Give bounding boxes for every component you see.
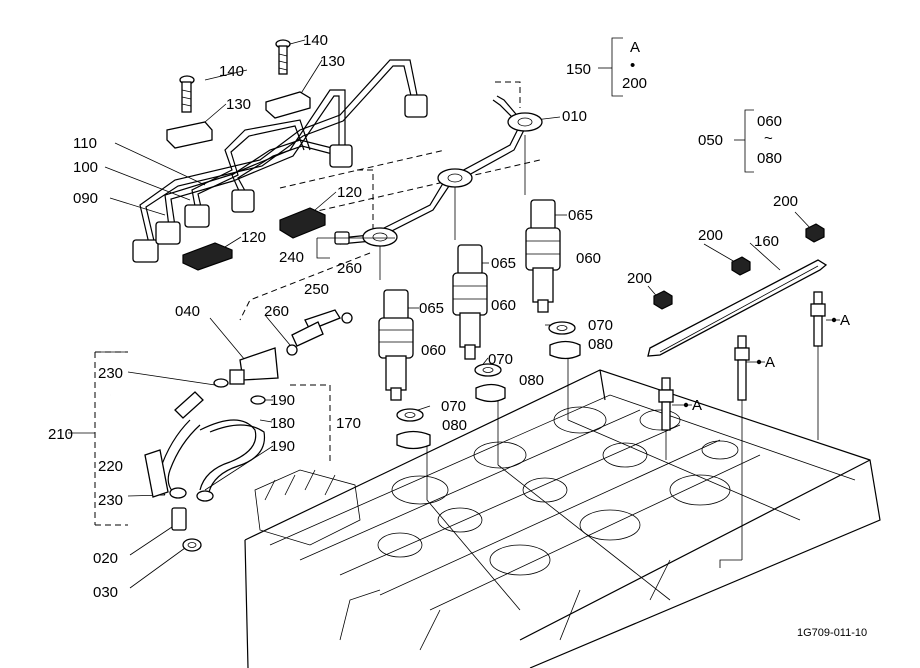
pipe-clamps [166,91,326,271]
label-130-lower: 130 [226,96,251,113]
label-150-range-bullet: • [630,57,635,74]
cylinder-head-drawing [244,369,881,668]
label-030: 030 [93,584,118,601]
label-050-range-tilde: ~ [764,130,773,147]
label-070-middle: 070 [488,351,513,368]
label-100: 100 [73,159,98,176]
label-130-upper: 130 [320,53,345,70]
label-150-range-a: A [630,39,640,56]
label-140-lower: 140 [219,63,244,80]
nozzle-1 [378,289,414,401]
label-110: 110 [73,135,97,152]
brackets [68,37,754,434]
label-070-right: 070 [588,317,613,334]
label-250: 250 [304,281,329,298]
label-240: 240 [279,249,304,266]
glow-plug-lead [647,259,828,357]
label-150-range-200: 200 [622,75,647,92]
label-010: 010 [562,108,587,125]
label-170: 170 [336,415,361,432]
label-210: 210 [48,426,73,443]
label-060-left: 060 [421,342,446,359]
label-065-left: 065 [419,300,444,317]
label-140-upper: 140 [303,32,328,49]
pipe-nuts [132,94,428,263]
label-040: 040 [175,303,200,320]
label-a-right: A [840,312,850,329]
label-065-right: 065 [568,207,593,224]
label-160: 160 [754,233,779,250]
figure-id: 1G709-011-10 [797,627,867,639]
label-080-left: 080 [442,417,467,434]
label-220: 220 [98,458,123,475]
overflow-pipe [334,95,543,247]
label-230-lower: 230 [98,492,123,509]
label-a-middle: A [765,354,775,371]
label-190-lower: 190 [270,438,295,455]
label-020: 020 [93,550,118,567]
injection-pipes [139,59,419,249]
injection-nozzles [378,199,561,401]
label-230-upper: 230 [98,365,123,382]
label-260-upper: 260 [337,260,362,277]
label-200-middle: 200 [698,227,723,244]
label-050-range-060: 060 [757,113,782,130]
alignment-lines [94,81,819,611]
label-090: 090 [73,190,98,207]
part-labels: 140 130 140 130 110 100 090 120 120 240 … [48,32,867,639]
label-150: 150 [566,61,591,78]
label-050: 050 [698,132,723,149]
label-120-lower: 120 [241,229,266,246]
nozzle-2 [452,244,488,360]
label-060-middle: 060 [491,297,516,314]
label-080-middle: 080 [519,372,544,389]
label-180: 180 [270,415,295,432]
label-260-lower: 260 [264,303,289,320]
nozzle-washers [396,321,581,450]
label-190-upper: 190 [270,392,295,409]
label-050-range-080: 080 [757,150,782,167]
glow-plugs [658,291,826,431]
nozzle-3 [525,199,561,313]
label-a-left: A [692,397,702,414]
label-060-right: 060 [576,250,601,267]
label-200-right: 200 [773,193,798,210]
clamp-bolts [179,39,291,113]
label-080-right: 080 [588,336,613,353]
label-070-left: 070 [441,398,466,415]
label-120-upper: 120 [337,184,362,201]
fuel-hoses [144,309,353,552]
label-200-left: 200 [627,270,652,287]
label-065-middle: 065 [491,255,516,272]
lead-nuts [653,223,825,310]
